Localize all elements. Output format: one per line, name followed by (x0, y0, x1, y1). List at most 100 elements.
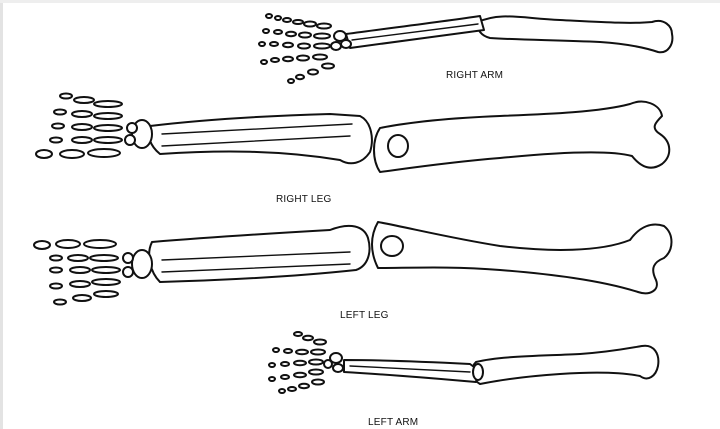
right-arm-finger-bone (308, 70, 318, 75)
left-leg-label: LEFT LEG (340, 310, 389, 321)
left-leg-drawing (34, 222, 672, 305)
right-arm-finger-bone (286, 32, 296, 36)
left-arm-finger-bone (294, 373, 306, 377)
left-leg-toe-bone (56, 240, 80, 248)
right-leg-drawing (36, 94, 669, 173)
right-leg-toe-bone (60, 94, 72, 99)
left-leg-tarsal (123, 267, 133, 277)
left-leg-tarsal (123, 253, 133, 263)
right-leg-toe-bone (74, 97, 94, 103)
right-leg-toe-bone (52, 124, 64, 129)
left-arm-finger-bone (294, 332, 302, 336)
left-leg-toe-bone (34, 241, 50, 249)
right-leg-toe-bone (88, 149, 120, 157)
left-leg-toe-bone (92, 279, 120, 285)
right-leg-toe-bone (72, 111, 92, 117)
right-leg-toe-bone (50, 138, 62, 143)
left-arm-finger-bone (281, 362, 289, 366)
left-arm-finger-bone (269, 377, 275, 381)
right-leg-toe-bone (94, 137, 122, 143)
left-arm-drawing (269, 332, 658, 393)
right-arm-finger-bone (322, 64, 334, 69)
right-arm-finger-bone (283, 57, 293, 61)
right-leg-toe-bone (72, 137, 92, 143)
left-leg-toe-bone (70, 281, 90, 287)
left-arm-label: LEFT ARM (368, 417, 418, 428)
right-arm-finger-bone (259, 42, 265, 46)
left-leg-toe-bone (50, 268, 62, 273)
left-patella (381, 236, 403, 256)
right-arm-carpal (331, 42, 341, 50)
left-leg-toe-bone (70, 267, 90, 273)
left-leg-toe-bone (94, 291, 118, 297)
left-arm-finger-bone (309, 360, 323, 365)
left-humerus (472, 346, 658, 384)
left-leg-toe-bone (73, 295, 91, 301)
right-arm-finger-bone (283, 18, 291, 22)
right-humerus (478, 16, 673, 52)
left-arm-finger-bone (303, 336, 313, 340)
left-arm-finger-bone (288, 387, 296, 391)
right-arm-finger-bone (293, 20, 303, 24)
right-leg-toe-bone (94, 125, 122, 131)
right-arm-finger-bone (314, 34, 330, 39)
left-leg-toe-bone (90, 255, 118, 261)
right-arm-label: RIGHT ARM (446, 70, 503, 81)
right-leg-toe-bone (94, 101, 122, 107)
left-arm-finger-bone (269, 363, 275, 367)
left-leg-toe-bone (50, 256, 62, 261)
left-arm-finger-bone (299, 384, 309, 388)
right-arm-finger-bone (314, 44, 330, 49)
left-arm-finger-bone (314, 340, 326, 345)
right-leg-toe-bone (54, 110, 66, 115)
left-arm-carpal (333, 364, 343, 372)
right-arm-finger-bone (274, 30, 282, 34)
left-leg-toe-bone (54, 300, 66, 305)
right-arm-finger-bone (283, 43, 293, 47)
right-arm-finger-bone (313, 55, 327, 60)
right-leg-toe-bone (94, 113, 122, 119)
right-arm-finger-bone (304, 22, 316, 27)
left-arm-finger-bone (294, 361, 306, 365)
left-leg-toe-bone (84, 240, 116, 248)
right-leg-tarsal (127, 123, 137, 133)
left-arm-finger-bone (312, 380, 324, 385)
right-leg-tarsal (125, 135, 135, 145)
left-arm-finger-bone (279, 389, 285, 393)
right-leg-toe-bone (72, 124, 92, 130)
left-arm-carpal (324, 360, 332, 368)
right-leg-toe-bone (36, 150, 52, 158)
left-arm-finger-bone (273, 348, 279, 352)
right-arm-finger-bone (261, 60, 267, 64)
left-leg-toe-bone (68, 255, 88, 261)
right-arm-finger-bone (266, 14, 272, 18)
right-arm-finger-bone (271, 58, 279, 62)
left-tibia-fibula (149, 226, 369, 282)
right-arm-finger-bone (298, 44, 310, 49)
left-leg-toe-bone (50, 284, 62, 289)
right-arm-carpal (341, 40, 351, 48)
left-arm-finger-bone (311, 350, 325, 355)
right-arm-finger-bone (299, 33, 311, 38)
left-arm-finger-bone (281, 375, 289, 379)
right-arm-finger-bone (288, 79, 294, 83)
right-arm-finger-bone (296, 75, 304, 79)
right-femur (374, 102, 669, 172)
right-tibia-fibula (148, 114, 371, 163)
left-arm-finger-bone (309, 370, 323, 375)
left-leg-toe-bone (92, 267, 120, 273)
right-arm-finger-bone (297, 56, 309, 61)
left-arm-finger-bone (284, 349, 292, 353)
left-arm-finger-bone (296, 350, 308, 354)
right-leg-label: RIGHT LEG (276, 194, 332, 205)
left-leg-tarsal (132, 250, 152, 278)
left-arm-elbow-bone (473, 364, 483, 380)
right-arm-finger-bone (263, 29, 269, 33)
right-arm-finger-bone (270, 42, 278, 46)
right-patella (388, 135, 408, 157)
right-arm-finger-bone (317, 24, 331, 29)
right-leg-toe-bone (60, 150, 84, 158)
left-femur (372, 222, 672, 293)
